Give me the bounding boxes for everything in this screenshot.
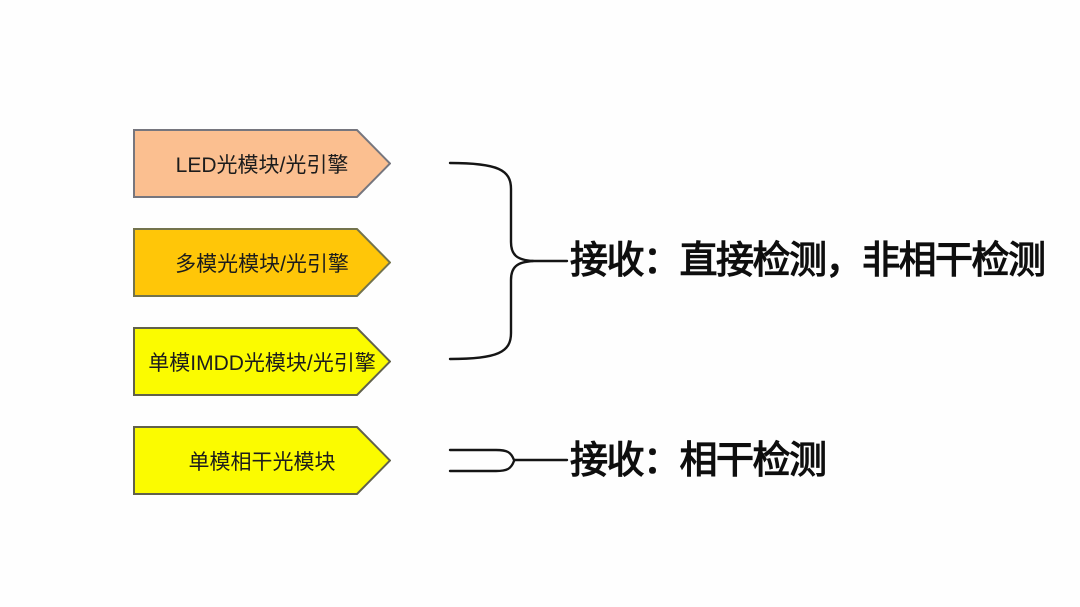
arrow-polygon [133, 129, 391, 198]
annotation-coherent-detection: 接收：相干检测 [570, 440, 827, 482]
big-brace-lower-half [448, 259, 535, 361]
arrow-shape [133, 129, 391, 198]
small-brace-upper-half [448, 448, 569, 462]
arrow-shape [133, 327, 391, 396]
arrow-box-singlemode-coherent-module: 单模相干光模块 [133, 426, 391, 495]
arrow-box-singlemode-imdd-module: 单模IMDD光模块/光引擎 [133, 327, 391, 396]
arrow-box-label: 多模光模块/光引擎 [175, 252, 349, 276]
arrow-polygon [133, 327, 391, 396]
big-brace-upper-half [448, 161, 569, 263]
arrow-box-label: 单模IMDD光模块/光引擎 [148, 351, 376, 375]
arrow-box-led-module: LED光模块/光引擎 [133, 129, 391, 198]
brace-group [448, 161, 569, 473]
arrow-box-label: 单模相干光模块 [188, 450, 336, 474]
arrow-polygon [133, 426, 391, 495]
arrow-shape [133, 228, 391, 297]
small-brace-lower-half [448, 459, 516, 473]
arrow-box-label: LED光模块/光引擎 [175, 153, 349, 177]
arrow-shape [133, 426, 391, 495]
arrow-box-multimode-module: 多模光模块/光引擎 [133, 228, 391, 297]
arrow-polygon [133, 228, 391, 297]
annotation-direct-detection: 接收：直接检测，非相干检测 [570, 240, 1046, 282]
